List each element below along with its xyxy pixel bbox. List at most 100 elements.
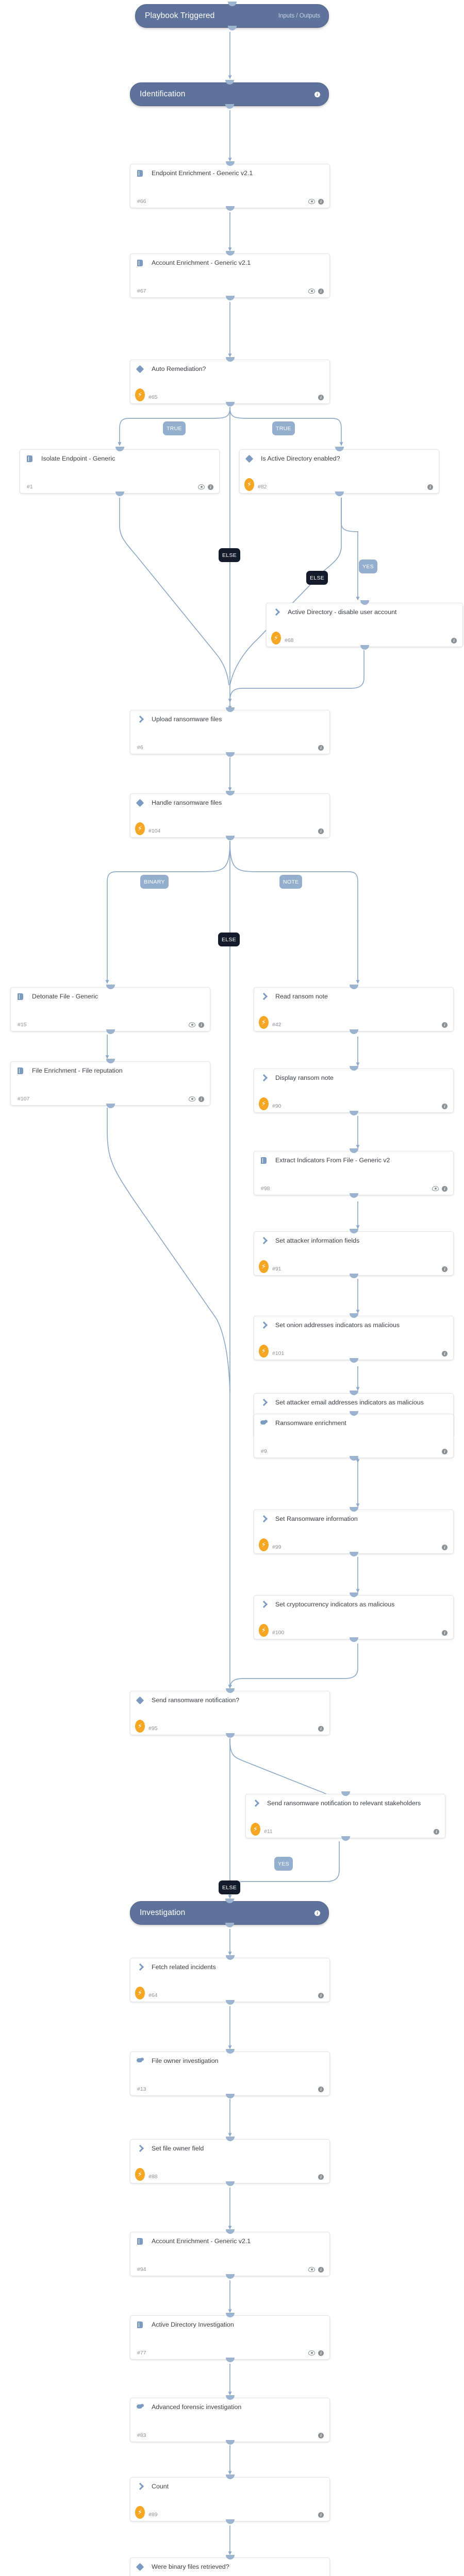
info-icon[interactable]: i bbox=[318, 1725, 324, 1732]
info-icon[interactable]: i bbox=[442, 1022, 448, 1028]
info-icon[interactable]: i bbox=[442, 1350, 448, 1357]
info-icon[interactable]: i bbox=[198, 1096, 204, 1102]
chevron-icon bbox=[260, 993, 268, 1001]
connector-nub bbox=[349, 1193, 358, 1198]
task-number: #65 bbox=[148, 394, 158, 400]
eye-icon[interactable] bbox=[308, 2267, 315, 2272]
info-icon[interactable]: i bbox=[442, 1544, 448, 1550]
info-icon[interactable]: i bbox=[442, 1103, 448, 1109]
info-icon[interactable]: i bbox=[442, 1630, 448, 1636]
info-icon[interactable]: i bbox=[442, 1266, 448, 1272]
info-icon[interactable]: i bbox=[434, 1828, 439, 1835]
branch-badge-else[interactable]: ELSE bbox=[306, 571, 328, 585]
eye-icon[interactable] bbox=[308, 289, 315, 294]
branch-badge-yes[interactable]: YES bbox=[274, 1857, 293, 1871]
task-card-t101[interactable]: Set onion addresses indicators as malici… bbox=[254, 1316, 454, 1360]
info-icon[interactable]: i bbox=[427, 484, 433, 490]
info-icon[interactable]: i bbox=[318, 198, 324, 205]
connector-nub bbox=[225, 836, 235, 840]
connector-nub bbox=[225, 296, 235, 300]
task-card-t100[interactable]: Set cryptocurrency indicators as malicio… bbox=[254, 1595, 454, 1639]
eye-icon[interactable] bbox=[308, 2350, 315, 2355]
connector-nub bbox=[225, 1733, 235, 1738]
info-icon[interactable]: i bbox=[198, 1022, 204, 1028]
connector-nub bbox=[335, 492, 344, 496]
info-icon[interactable]: i bbox=[318, 2432, 324, 2438]
connector-nub bbox=[225, 2519, 235, 2524]
info-icon[interactable]: i bbox=[314, 91, 320, 97]
info-icon[interactable]: i bbox=[318, 394, 324, 400]
info-icon[interactable]: i bbox=[318, 744, 324, 751]
connector-nub bbox=[106, 1029, 115, 1034]
branch-badge-else[interactable]: ELSE bbox=[218, 933, 240, 946]
branch-badge-else[interactable]: ELSE bbox=[219, 548, 241, 562]
eye-icon[interactable] bbox=[198, 484, 205, 489]
connector-nub bbox=[225, 791, 235, 795]
eye-icon[interactable] bbox=[308, 199, 315, 204]
task-card-t11[interactable]: Send ransomware notification to relevant… bbox=[245, 1794, 445, 1838]
info-icon[interactable]: i bbox=[442, 1448, 448, 1454]
automation-bolt-icon: ⚡ bbox=[259, 1260, 269, 1273]
connector-nub bbox=[227, 2, 237, 6]
task-card-t98[interactable]: Extract Indicators From File - Generic v… bbox=[254, 1151, 454, 1195]
info-icon[interactable]: i bbox=[318, 2350, 324, 2356]
info-icon[interactable]: i bbox=[314, 1910, 320, 1916]
task-number: #100 bbox=[272, 1630, 285, 1636]
section-title: Identification bbox=[140, 90, 186, 98]
info-icon[interactable]: i bbox=[318, 2174, 324, 2180]
eye-icon[interactable] bbox=[189, 1022, 195, 1027]
info-icon[interactable]: i bbox=[451, 637, 457, 643]
task-number: #68 bbox=[285, 637, 294, 643]
branch-badge-note[interactable]: NOTE bbox=[279, 875, 303, 889]
info-icon[interactable]: i bbox=[318, 288, 324, 294]
task-number: #11 bbox=[264, 1828, 273, 1835]
task-card-t52[interactable]: Were binary files retrieved?⚡#52i bbox=[130, 2557, 330, 2576]
chevron-icon bbox=[260, 1601, 268, 1609]
section-node-identification[interactable]: Identification i bbox=[130, 82, 329, 106]
eye-icon[interactable] bbox=[432, 1186, 439, 1191]
branch-badge-yes[interactable]: YES bbox=[359, 560, 377, 573]
info-icon[interactable]: i bbox=[208, 484, 213, 490]
connector-nub bbox=[349, 1411, 358, 1416]
branch-badge-else[interactable]: ELSE bbox=[219, 1880, 241, 1894]
task-number: #98 bbox=[261, 1185, 270, 1192]
info-icon[interactable]: i bbox=[442, 1185, 448, 1192]
info-icon[interactable]: i bbox=[318, 2086, 324, 2092]
connector-nub bbox=[225, 752, 235, 757]
eye-icon[interactable] bbox=[189, 1096, 195, 1101]
task-card-t68[interactable]: Active Directory - disable user account⚡… bbox=[266, 603, 463, 647]
branch-badge-binary[interactable]: BINARY bbox=[140, 875, 169, 889]
info-icon[interactable]: i bbox=[318, 828, 324, 834]
branch-badge-true[interactable]: TRUE bbox=[272, 421, 295, 435]
info-icon[interactable]: i bbox=[318, 1992, 324, 1998]
branch-badge-true[interactable]: TRUE bbox=[163, 421, 186, 435]
info-icon[interactable]: i bbox=[318, 2266, 324, 2273]
info-icon[interactable]: i bbox=[318, 2512, 324, 2518]
task-number: #83 bbox=[137, 2432, 146, 2438]
